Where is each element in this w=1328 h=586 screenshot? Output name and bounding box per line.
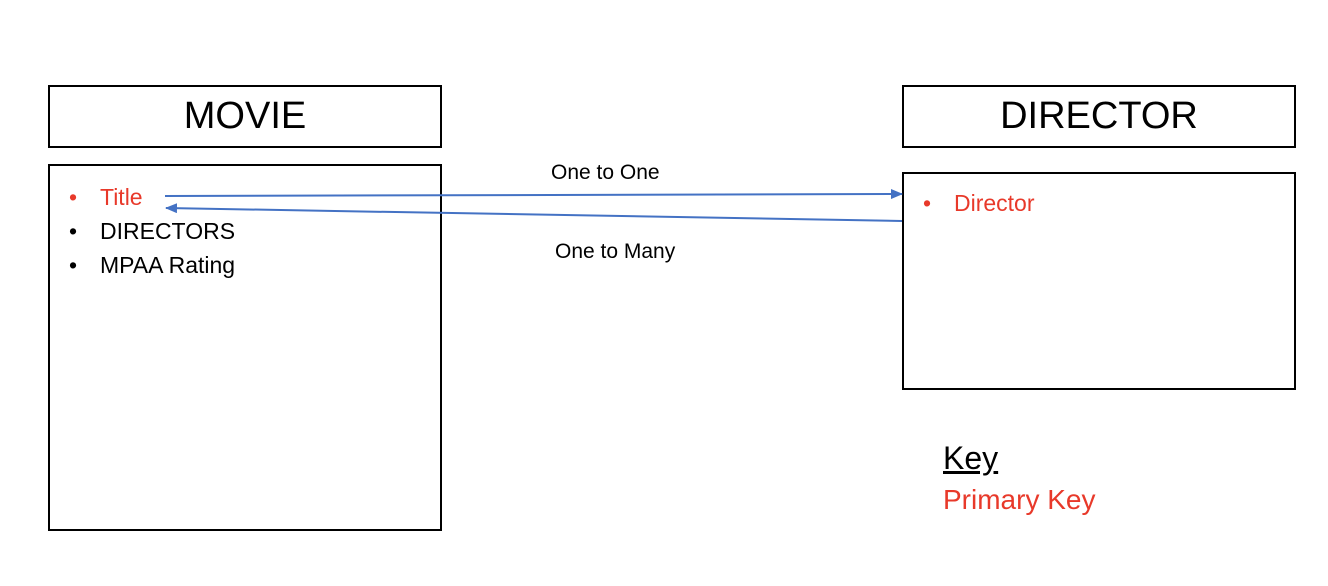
movie-attribute-title: • Title [66, 180, 235, 214]
movie-attribute-list: • Title • DIRECTORS • MPAA Rating [66, 180, 235, 282]
bullet-icon: • [68, 218, 78, 244]
movie-entity-body: • Title • DIRECTORS • MPAA Rating [48, 164, 442, 531]
director-entity-header: DIRECTOR [902, 85, 1296, 148]
director-attribute-director: • Director [920, 186, 1035, 220]
bullet-icon: • [922, 190, 932, 216]
director-attribute-list: • Director [920, 186, 1035, 220]
legend: Key Primary Key [943, 438, 1095, 522]
director-entity-title: DIRECTOR [1000, 95, 1198, 137]
bullet-icon: • [68, 252, 78, 278]
bullet-icon: • [68, 184, 78, 210]
movie-entity-header: MOVIE [48, 85, 442, 148]
movie-attribute-directors: • DIRECTORS [66, 214, 235, 248]
attribute-label: Director [954, 190, 1035, 216]
legend-title: Key [943, 440, 999, 476]
attribute-label: MPAA Rating [100, 252, 236, 278]
attribute-label: Title [100, 184, 143, 210]
director-entity-body: • Director [902, 172, 1296, 390]
relationship-label-one-to-one: One to One [551, 161, 660, 184]
movie-entity-title: MOVIE [183, 95, 307, 137]
attribute-label: DIRECTORS [100, 218, 236, 244]
relationship-label-one-to-many: One to Many [555, 240, 676, 263]
legend-item-primary-key: Primary Key [943, 484, 1096, 515]
movie-attribute-mpaa-rating: • MPAA Rating [66, 248, 235, 282]
